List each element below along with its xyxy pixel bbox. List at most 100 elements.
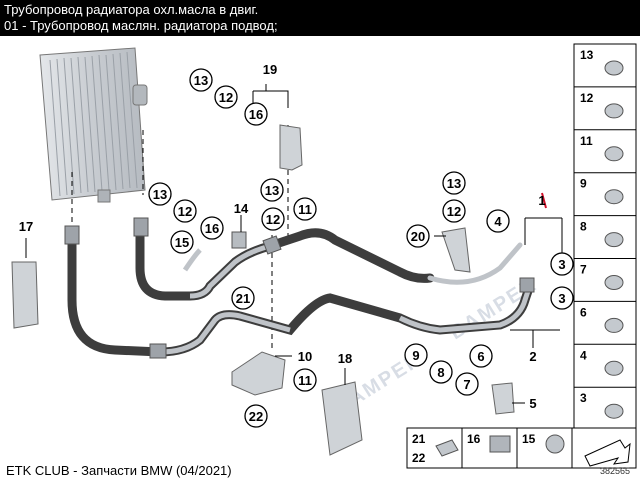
diagram-subtitle: 01 - Трубопровод маслян. радиатора подво…: [4, 18, 278, 33]
callout-circle-7: [455, 372, 479, 396]
callout-label-13: 13: [265, 183, 279, 198]
callout-circle-11: [293, 197, 317, 221]
callout-label-19: 19: [263, 62, 277, 77]
callout-label-21: 21: [236, 291, 250, 306]
drawing-number: 382565: [599, 466, 630, 476]
callout-circle-6: [469, 344, 493, 368]
callout-label-1: 1: [538, 193, 545, 208]
callout-label-3: 3: [558, 257, 565, 272]
bracket-17: [11, 261, 39, 329]
footer-source: ETK CLUB - Запчасти BMW (04/2021): [6, 463, 232, 478]
side-item-label-13: 13: [580, 48, 594, 62]
side-item-thumb-4: [604, 360, 624, 376]
bottom-label-22: 22: [412, 451, 426, 465]
callout-label-5: 5: [529, 396, 536, 411]
side-item-label-8: 8: [580, 220, 587, 234]
callout-circle-12: [261, 207, 285, 231]
callout-circle-16: [200, 216, 224, 240]
callout-circle-3: [550, 252, 574, 276]
callout-label-13: 13: [447, 176, 461, 191]
side-item-label-3: 3: [580, 391, 587, 405]
side-item-label-6: 6: [580, 305, 587, 319]
callout-circle-11: [293, 368, 317, 392]
diagram-title: Трубопровод радиатора охл.масла в двиг.: [4, 2, 259, 17]
callout-label-2: 2: [529, 349, 536, 364]
callout-label-7: 7: [463, 377, 470, 392]
side-item-thumb-13: [604, 60, 624, 76]
side-item-thumb-6: [604, 317, 624, 333]
callout-label-9: 9: [412, 348, 419, 363]
callout-circle-4: [486, 209, 510, 233]
oil-cooler-supply-line-01: [64, 225, 535, 359]
parts-diagram: BAMPER BAMPER: [11, 43, 637, 469]
callout-label-14: 14: [234, 201, 249, 216]
callout-label-13: 13: [194, 73, 208, 88]
callout-circle-12: [173, 199, 197, 223]
bracket-5: [491, 382, 515, 415]
callout-circle-20: [406, 224, 430, 248]
callout-circle-3: [550, 286, 574, 310]
callout-label-13: 13: [153, 187, 167, 202]
bottom-thumb-15: [545, 434, 565, 454]
callout-circle-12: [214, 85, 238, 109]
callout-label-17: 17: [19, 219, 33, 234]
callout-label-11: 11: [298, 373, 312, 388]
bottom-label-21: 21: [412, 432, 426, 446]
callout-label-18: 18: [338, 351, 352, 366]
side-item-label-4: 4: [580, 348, 587, 362]
callout-label-12: 12: [178, 204, 192, 219]
callout-circle-13: [148, 182, 172, 206]
callout-circle-16: [244, 102, 268, 126]
side-item-thumb-7: [604, 275, 624, 290]
side-item-label-12: 12: [580, 91, 594, 105]
side-item-label-7: 7: [580, 263, 587, 277]
callout-circle-12: [442, 199, 466, 223]
callout-circle-9: [404, 343, 428, 367]
side-item-thumb-8: [604, 232, 624, 248]
parts-side-panel: 13 12 11 9 8 7 6 4 3: [573, 43, 637, 431]
callout-circle-15: [170, 230, 194, 254]
callout-label-3: 3: [558, 291, 565, 306]
callout-label-22: 22: [249, 409, 263, 424]
bottom-label-16: 16: [467, 432, 481, 446]
callout-label-12: 12: [447, 204, 461, 219]
side-item-label-11: 11: [580, 134, 593, 148]
oil-cooler-supply-line-1: [133, 217, 523, 301]
callout-label-15: 15: [175, 235, 189, 250]
bottom-thumb-21-22: [435, 439, 459, 457]
callout-label-10: 10: [298, 349, 312, 364]
callout-label-16: 16: [249, 107, 263, 122]
callout-circle-13: [442, 171, 466, 195]
callout-label-11: 11: [298, 202, 312, 217]
callout-label-4: 4: [494, 214, 502, 229]
callout-circle-13: [189, 68, 213, 92]
side-item-thumb-3: [604, 403, 624, 419]
side-item-thumb-12: [604, 103, 624, 119]
side-item-thumb-11: [604, 146, 624, 162]
callout-label-12: 12: [219, 90, 233, 105]
parts-bottom-strip: 21 22 16 15: [406, 427, 637, 469]
callout-label-20: 20: [411, 229, 425, 244]
side-item-thumb-9: [604, 189, 624, 205]
callout-group: 1319121613121615142113111213122043312171…: [19, 62, 574, 428]
highlight-marker-part-1: [541, 192, 547, 209]
callout-circle-21: [231, 286, 255, 310]
callout-circle-22: [244, 404, 268, 428]
callout-circle-8: [429, 360, 453, 384]
bottom-thumb-16: [489, 435, 511, 453]
callout-label-8: 8: [437, 365, 444, 380]
callout-label-12: 12: [266, 212, 280, 227]
oil-cooler-radiator: [39, 47, 148, 203]
arrow-icon: [584, 439, 631, 467]
holder-20: [441, 227, 471, 273]
clip-14: [231, 231, 247, 249]
side-item-label-9: 9: [580, 177, 587, 191]
callout-circle-13: [260, 178, 284, 202]
callout-label-16: 16: [205, 221, 219, 236]
callout-label-6: 6: [477, 349, 484, 364]
bracket-19: [279, 124, 303, 171]
bottom-label-15: 15: [522, 432, 536, 446]
diagram-header: Трубопровод радиатора охл.масла в двиг. …: [0, 0, 640, 36]
bracket-10: [231, 351, 286, 396]
bracket-18: [321, 381, 363, 456]
